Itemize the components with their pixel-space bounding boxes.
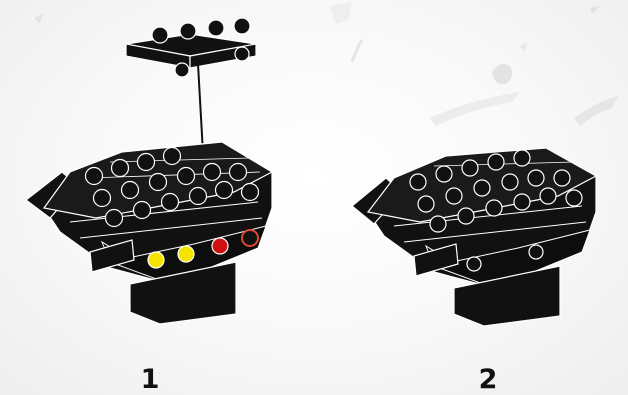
base-model (26, 142, 272, 324)
brick-stud (502, 174, 518, 190)
step-2-illustration (350, 126, 620, 342)
brick-stud (514, 150, 530, 166)
brick-stud (486, 200, 502, 216)
step-number: 1 (130, 366, 170, 393)
plate-clip (235, 47, 249, 61)
brick-stud (138, 154, 155, 171)
brick-stud (514, 194, 530, 210)
flat-plate (126, 18, 256, 77)
brick-stud (190, 188, 207, 205)
brick-stud (150, 174, 167, 191)
brick-stud (528, 170, 544, 186)
backdrop-shape-center (330, 2, 352, 24)
step-1-illustration (10, 22, 310, 342)
brick-stud (446, 188, 462, 204)
brick-stud (164, 148, 181, 165)
step-number: 2 (468, 366, 508, 393)
plate-stud (152, 27, 168, 43)
plate-stud (208, 20, 224, 36)
brick-stud (94, 190, 111, 207)
brick-stud (216, 182, 233, 199)
brick-stud (106, 210, 123, 227)
backdrop-shape-right-mid (520, 42, 528, 52)
brick-stud (178, 168, 195, 185)
brick-stud (554, 170, 570, 186)
brick-stud (122, 182, 139, 199)
side-clip (467, 257, 481, 271)
brick-stud (86, 168, 103, 185)
backdrop-shape-stroke (352, 40, 362, 62)
brick-stud (566, 190, 582, 206)
plate-stud (180, 23, 196, 39)
stud-highlight-red (212, 238, 228, 254)
brick-stud (488, 154, 504, 170)
brick-stud (540, 188, 556, 204)
plate-clip (175, 63, 189, 77)
plate-stud (234, 18, 250, 34)
brick-stud (458, 208, 474, 224)
stud-highlight-yellow (178, 246, 194, 262)
completed-model (352, 148, 596, 326)
brick-stud (134, 202, 151, 219)
backdrop-shape-blob (492, 64, 512, 84)
brick-stud (418, 196, 434, 212)
side-clip (529, 245, 543, 259)
brick-stud (112, 160, 129, 177)
brick-stud (462, 160, 478, 176)
step-2-figure (350, 126, 620, 342)
brick-stud (474, 180, 490, 196)
backdrop-shape-far-right (574, 96, 618, 126)
brick-stud (242, 184, 259, 201)
step-1-figure (10, 22, 310, 342)
brick-stud (436, 166, 452, 182)
backdrop-shape-bottom-right (430, 92, 520, 126)
brick-stud (410, 174, 426, 190)
backdrop-shape-right-top (590, 6, 600, 14)
brick-stud (204, 164, 221, 181)
stud-highlight-yellow (148, 252, 164, 268)
brick-stud (162, 194, 179, 211)
brick-stud (430, 216, 446, 232)
brick-stud (230, 164, 247, 181)
stud-highlight-dark-red (242, 230, 258, 246)
